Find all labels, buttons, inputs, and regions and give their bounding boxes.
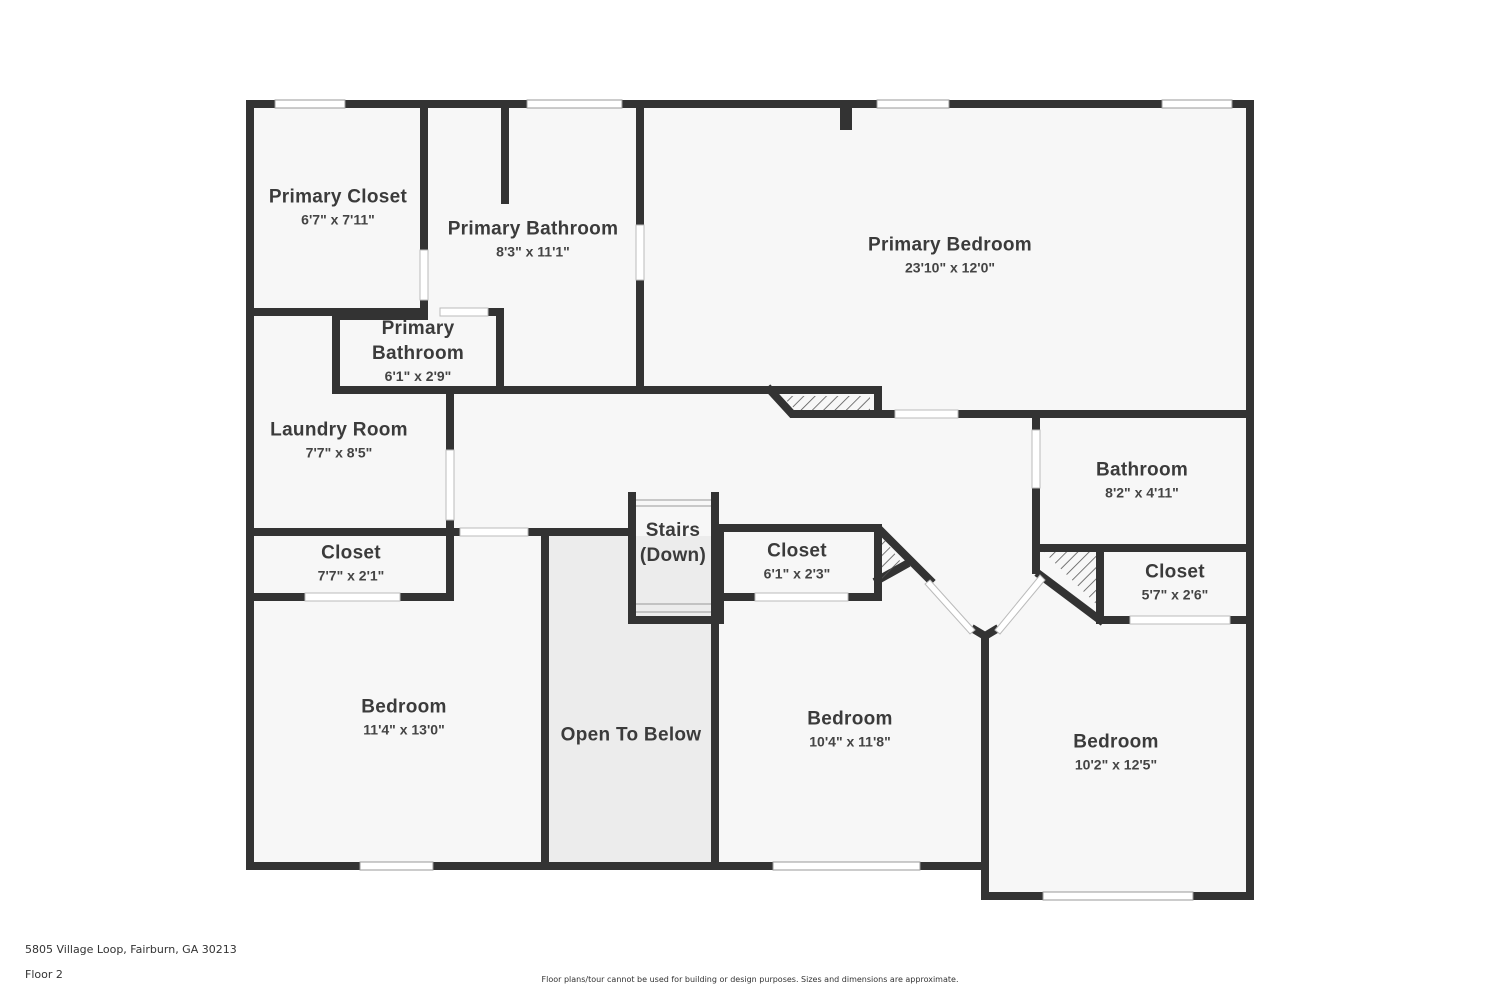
floor-area — [250, 104, 1250, 896]
floor-label: Floor 2 — [25, 968, 63, 981]
room-closet-mid: Closet 6'1" x 2'3" — [764, 539, 831, 584]
stair-treads — [636, 499, 711, 613]
room-name-line1: Stairs — [645, 520, 701, 541]
room-dimensions: 7'7" x 2'1" — [317, 567, 385, 584]
room-dimensions: 6'1" x 2'3" — [763, 565, 831, 582]
hatched-areas — [782, 396, 1096, 604]
room-dimensions: 6'7" x 7'11" — [301, 211, 375, 228]
room-closet-right: Closet 5'7" x 2'6" — [1142, 560, 1209, 605]
room-name: Laundry Room — [270, 419, 408, 441]
room-name-line2: (Down) — [639, 545, 707, 566]
room-name: Primary Bedroom — [868, 234, 1032, 256]
room-name: Bedroom — [361, 696, 447, 718]
room-primary-bathroom-small: Primary Bathroom 6'1" x 2'9" — [372, 316, 464, 386]
room-bathroom: Bathroom 8'2" x 4'11" — [1096, 458, 1188, 503]
room-primary-bedroom: Primary Bedroom 23'10" x 12'0" — [868, 233, 1032, 278]
room-dimensions: 5'7" x 2'6" — [1141, 586, 1209, 603]
room-laundry: Laundry Room 7'7" x 8'5" — [270, 418, 408, 463]
room-dimensions: 10'4" x 11'8" — [809, 733, 891, 750]
room-name: Closet — [321, 542, 381, 564]
room-name: Bedroom — [807, 708, 893, 730]
room-dimensions: 23'10" x 12'0" — [904, 259, 996, 276]
room-name: Bedroom — [1073, 731, 1159, 753]
room-bedroom-mid: Bedroom 10'4" x 11'8" — [807, 707, 893, 752]
disclaimer: Floor plans/tour cannot be used for buil… — [541, 975, 959, 984]
door-openings — [304, 224, 1231, 635]
room-name: Bathroom — [1095, 459, 1189, 481]
room-bedroom-left: Bedroom 11'4" x 13'0" — [361, 695, 447, 740]
room-dimensions: 6'1" x 2'9" — [384, 368, 452, 384]
property-address: 5805 Village Loop, Fairburn, GA 30213 — [25, 943, 237, 956]
room-name: Open To Below — [560, 724, 702, 746]
room-open-to-below: Open To Below — [561, 723, 702, 748]
room-stairs: Stairs (Down) — [640, 518, 706, 568]
room-dimensions: 11'4" x 13'0" — [363, 721, 445, 738]
windows — [274, 99, 1233, 901]
room-closet-left: Closet 7'7" x 2'1" — [318, 541, 385, 586]
room-dimensions: 10'2" x 12'5" — [1074, 756, 1158, 773]
room-name: Closet — [1145, 561, 1205, 583]
room-dimensions: 7'7" x 8'5" — [305, 444, 373, 461]
room-name: Primary Closet — [268, 186, 408, 208]
room-bedroom-right: Bedroom 10'2" x 12'5" — [1073, 730, 1159, 775]
room-name-line1: Primary — [381, 318, 455, 339]
room-name-line2: Bathroom — [371, 343, 465, 364]
room-name: Closet — [767, 540, 827, 562]
room-dimensions: 8'2" x 4'11" — [1105, 484, 1179, 501]
room-name: Primary Bathroom — [447, 218, 619, 240]
room-primary-closet: Primary Closet 6'7" x 7'11" — [269, 185, 407, 230]
room-primary-bathroom: Primary Bathroom 8'3" x 11'1" — [448, 217, 619, 262]
room-dimensions: 8'3" x 11'1" — [496, 243, 570, 260]
